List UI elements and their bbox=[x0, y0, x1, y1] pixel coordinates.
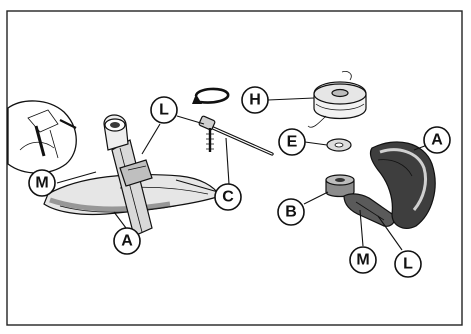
callout-L-right: L bbox=[394, 250, 422, 278]
guard-right bbox=[369, 141, 436, 229]
holder-nut bbox=[325, 174, 355, 198]
washer bbox=[326, 138, 352, 152]
svg-text:A: A bbox=[121, 233, 133, 250]
callout-M-right: M bbox=[349, 246, 377, 274]
callout-B: B bbox=[277, 198, 305, 226]
svg-text:B: B bbox=[285, 204, 297, 221]
shaft bbox=[103, 114, 153, 237]
spool-head bbox=[307, 71, 367, 128]
callout-C: C bbox=[214, 183, 242, 211]
svg-text:L: L bbox=[159, 102, 169, 119]
callout-E: E bbox=[278, 128, 306, 156]
callout-A-right: A bbox=[423, 126, 451, 154]
guard-mount-bracket bbox=[119, 159, 153, 187]
rotation-arrow-icon bbox=[192, 87, 230, 104]
svg-text:L: L bbox=[403, 256, 413, 273]
svg-text:M: M bbox=[35, 175, 48, 192]
callout-L-left: L bbox=[150, 96, 178, 124]
diagram-frame bbox=[6, 10, 463, 326]
svg-text:M: M bbox=[356, 252, 369, 269]
svg-text:A: A bbox=[431, 132, 443, 149]
rod-bolt bbox=[198, 115, 274, 156]
callout-H: H bbox=[241, 86, 269, 114]
inset-detail-view bbox=[7, 100, 77, 174]
callout-A-left: A bbox=[113, 227, 141, 255]
callout-M-left: M bbox=[28, 169, 56, 197]
svg-text:C: C bbox=[222, 189, 234, 206]
svg-text:H: H bbox=[249, 92, 261, 109]
svg-text:E: E bbox=[287, 134, 298, 151]
